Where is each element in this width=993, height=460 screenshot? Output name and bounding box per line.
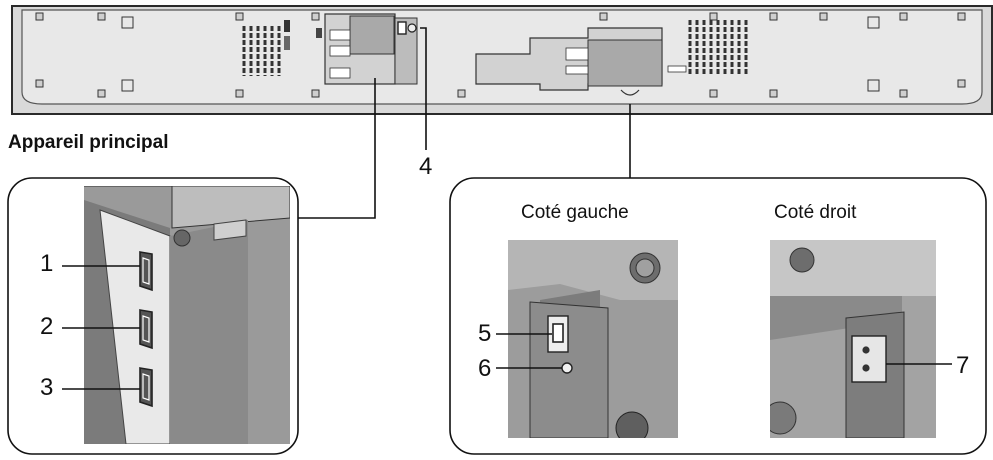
left-side-caption: Coté gauche — [521, 202, 629, 223]
leader-lines — [298, 27, 631, 219]
callout-4: 4 — [419, 153, 433, 180]
main-unit-title: Appareil principal — [8, 132, 169, 153]
callout-6: 6 — [478, 355, 492, 382]
callout-1: 1 — [40, 250, 54, 277]
callout-2: 2 — [40, 313, 54, 340]
right-side-caption: Coté droit — [774, 202, 857, 223]
callout-3: 3 — [40, 374, 54, 401]
callout-7: 7 — [956, 352, 970, 379]
callout-5: 5 — [478, 320, 492, 347]
detail-box-hdmi — [7, 177, 299, 455]
detail-box-sides — [449, 177, 987, 455]
soundbar-rear-panel — [11, 5, 993, 115]
